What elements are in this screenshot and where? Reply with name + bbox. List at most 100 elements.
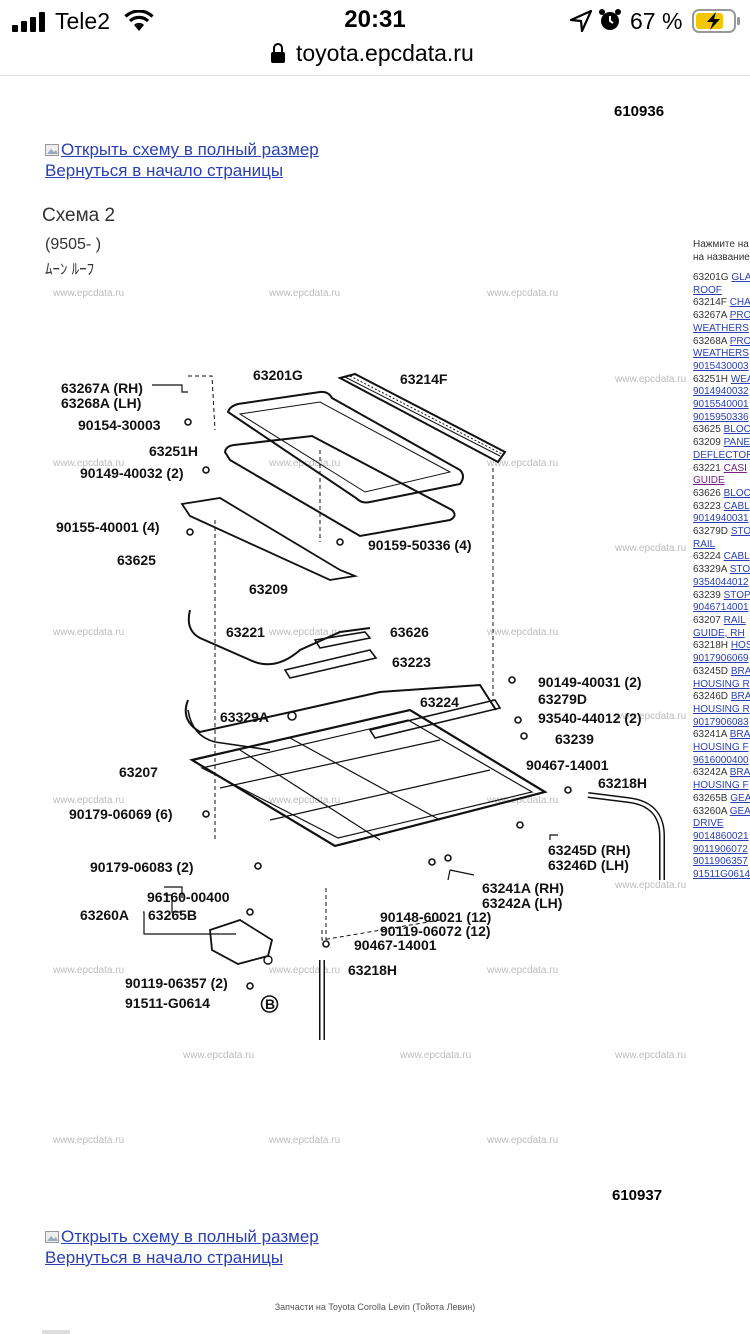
- part-callout[interactable]: 63626: [390, 624, 429, 640]
- side-list-item-link[interactable]: HOUSING F: [693, 742, 749, 754]
- side-list-item[interactable]: 63246D BRA: [693, 691, 750, 704]
- side-list-item[interactable]: RAIL: [693, 539, 750, 552]
- part-callout[interactable]: 63209: [249, 581, 288, 597]
- part-callout[interactable]: 63242A (LH): [482, 895, 562, 911]
- part-callout[interactable]: 63207: [119, 764, 158, 780]
- part-callout[interactable]: 63268A (LH): [61, 395, 141, 411]
- part-callout[interactable]: 63245D (RH): [548, 842, 630, 858]
- side-list-item-link[interactable]: BRA: [730, 691, 750, 703]
- side-list-item[interactable]: 63224 CABL: [693, 551, 750, 564]
- side-list-item[interactable]: 63251H WEA: [693, 374, 750, 387]
- part-callout[interactable]: 90149-40031 (2): [538, 674, 642, 690]
- side-list-item[interactable]: 63223 CABL: [693, 501, 750, 514]
- side-list-item[interactable]: 9014940031: [693, 513, 750, 526]
- side-list-item[interactable]: 9354044012: [693, 577, 750, 590]
- part-callout[interactable]: 90159-50336 (4): [368, 537, 472, 553]
- part-callout[interactable]: 93540-44012 (2): [538, 710, 642, 726]
- side-list-item[interactable]: 63242A BRA: [693, 767, 750, 780]
- parts-diagram[interactable]: 63201G 63214F 63267A (RH)63268A (LH) 90154-…: [40, 280, 690, 1060]
- side-list-item[interactable]: 63214F CHA: [693, 297, 750, 310]
- side-list-item-link[interactable]: RAIL: [693, 538, 716, 550]
- part-callout[interactable]: 63218H: [598, 775, 647, 791]
- part-callout[interactable]: 90154-30003: [78, 417, 161, 433]
- side-list-item-link[interactable]: GEA: [730, 792, 750, 804]
- part-callout[interactable]: 63221: [226, 624, 265, 640]
- side-list-item[interactable]: 9014940032: [693, 386, 750, 399]
- side-list-item-link[interactable]: 9015540001: [693, 399, 749, 411]
- part-callout[interactable]: 63201G: [253, 367, 303, 383]
- side-list-item-link[interactable]: 9017906083: [693, 716, 749, 728]
- side-list-item-link[interactable]: BRA: [729, 729, 750, 741]
- side-list-item-link[interactable]: GUIDE, RH: [693, 627, 745, 639]
- side-list-item[interactable]: HOUSING R: [693, 704, 750, 717]
- part-callout[interactable]: 63625: [117, 552, 156, 568]
- side-list-item[interactable]: DRIVE: [693, 818, 750, 831]
- side-list-item-link[interactable]: 9011906072: [693, 843, 748, 855]
- side-list-item-link[interactable]: RAIL: [723, 614, 746, 626]
- side-list-item-link[interactable]: WEATHERS: [693, 322, 749, 334]
- side-list-item-link[interactable]: STOP: [723, 589, 750, 601]
- part-callout[interactable]: 90467-14001: [526, 757, 609, 773]
- side-list-item-link[interactable]: BLOC: [723, 487, 750, 499]
- part-callout[interactable]: 90149-40032 (2): [80, 465, 184, 481]
- side-list-item[interactable]: 9015430003: [693, 361, 750, 374]
- side-list-item-link[interactable]: DRIVE: [693, 818, 724, 830]
- open-full-size-link-bottom[interactable]: Открыть схему в полный размер: [61, 1227, 319, 1246]
- part-callout[interactable]: 90179-06083 (2): [90, 859, 194, 875]
- side-list-item-link[interactable]: STO: [729, 564, 750, 576]
- side-list-item-link[interactable]: CABL: [723, 500, 750, 512]
- part-callout[interactable]: 63329A: [220, 709, 269, 725]
- side-list-item-link[interactable]: BRA: [730, 665, 750, 677]
- side-list-item-link[interactable]: CABL: [723, 551, 750, 563]
- part-callout[interactable]: 90467-14001: [354, 937, 437, 953]
- side-list-item-link[interactable]: 9014940031: [693, 513, 749, 525]
- side-list-item-link[interactable]: BRA: [729, 767, 750, 779]
- side-list-item-link[interactable]: GLA: [731, 272, 750, 283]
- side-list-item[interactable]: 63265B GEA: [693, 793, 750, 806]
- side-list-item-link[interactable]: CHA: [729, 297, 750, 309]
- address-bar[interactable]: toyota.epcdata.ru: [0, 34, 750, 76]
- side-list-item-link[interactable]: GUIDE: [693, 475, 725, 487]
- side-list-item[interactable]: WEATHERS: [693, 323, 750, 336]
- part-callout[interactable]: 90119-06357 (2): [125, 975, 228, 991]
- part-callout[interactable]: 90155-40001 (4): [56, 519, 160, 535]
- side-list-item[interactable]: 9616000400: [693, 755, 750, 768]
- side-list-item-link[interactable]: DEFLECTOR: [693, 449, 750, 461]
- side-list-item[interactable]: 63239 STOP: [693, 590, 750, 603]
- side-list-item-link[interactable]: WEATHERS: [693, 348, 749, 360]
- side-list-item-link[interactable]: GEA: [729, 805, 750, 817]
- side-list-item[interactable]: HOUSING R: [693, 679, 750, 692]
- side-list-item-link[interactable]: 9017906069: [693, 653, 749, 665]
- side-list-item-link[interactable]: ROOF: [693, 284, 722, 296]
- side-list-item[interactable]: 63218H HOS: [693, 640, 750, 653]
- side-list-item-link[interactable]: PRO: [729, 310, 750, 322]
- part-callout[interactable]: 91511-G0614: [125, 995, 210, 1011]
- part-callout[interactable]: 63260A: [80, 907, 129, 923]
- side-list-item-link[interactable]: 9011906357: [693, 856, 748, 868]
- side-list-item[interactable]: 9015950336: [693, 412, 750, 425]
- part-callout[interactable]: 63251H: [149, 443, 198, 459]
- side-list-item[interactable]: 91511G0614: [693, 869, 750, 882]
- side-list-item[interactable]: ROOF: [693, 285, 750, 298]
- side-list-item-link[interactable]: 9014940032: [693, 386, 749, 398]
- side-list-item-link[interactable]: 9354044012: [693, 576, 749, 588]
- part-callout[interactable]: 63239: [555, 731, 594, 747]
- side-list-item[interactable]: 63268A PRO: [693, 336, 750, 349]
- side-list-item-link[interactable]: 9015950336: [693, 411, 749, 423]
- side-list-item[interactable]: HOUSING F: [693, 780, 750, 793]
- side-list-item-link[interactable]: PRO: [729, 335, 750, 347]
- side-list-item[interactable]: 9046714001: [693, 602, 750, 615]
- side-list-item[interactable]: 9015540001: [693, 399, 750, 412]
- side-list-item-link[interactable]: 91511G0614: [693, 869, 750, 881]
- side-list-item[interactable]: 63209 PANE: [693, 437, 750, 450]
- part-callout[interactable]: 90148-60021 (12): [380, 909, 491, 925]
- side-list-item[interactable]: 63221 CASI: [693, 463, 750, 476]
- side-list-item[interactable]: 9014860021: [693, 831, 750, 844]
- side-list-item[interactable]: 9011906072: [693, 844, 750, 857]
- part-callout[interactable]: 63267A (RH): [61, 380, 143, 396]
- part-callout[interactable]: 63218H: [348, 962, 397, 978]
- back-to-top-link[interactable]: Вернуться в начало страницы: [45, 161, 284, 180]
- part-callout[interactable]: 63265B: [148, 907, 197, 923]
- side-list-item[interactable]: 63245D BRA: [693, 666, 750, 679]
- part-callout[interactable]: 63214F: [400, 371, 448, 387]
